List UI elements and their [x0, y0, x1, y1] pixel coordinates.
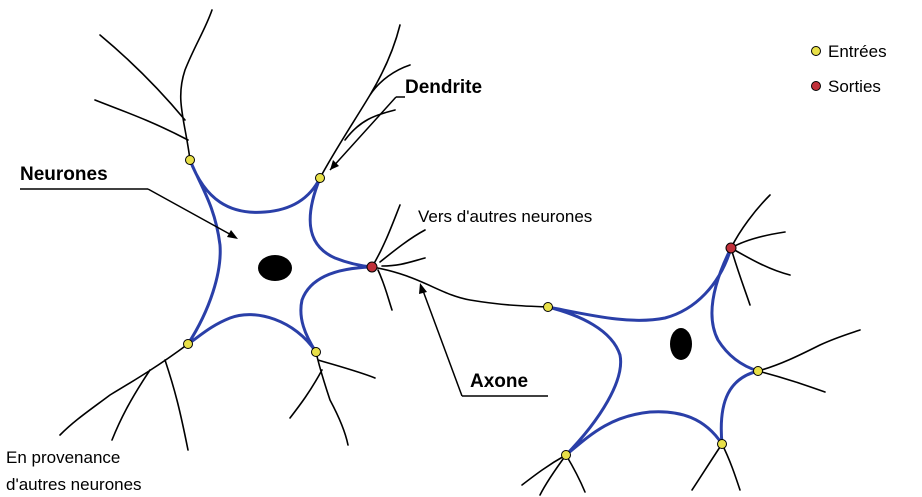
input-dot — [544, 303, 553, 312]
label-axone: Axone — [470, 371, 528, 392]
legend: Entrées Sorties — [812, 42, 887, 96]
input-dot — [316, 174, 325, 183]
input-dot — [312, 348, 321, 357]
pointer-neurones — [148, 189, 235, 237]
dendrite-n2-bottom-left — [522, 455, 585, 495]
input-dot — [184, 340, 193, 349]
label-other-neurons: Vers d'autres neurones — [418, 207, 592, 226]
pointer-axone — [422, 288, 462, 396]
legend-output-label: Sorties — [828, 77, 881, 96]
dendrite-bottom-right — [290, 352, 375, 445]
label-neurones: Neurones — [20, 164, 108, 185]
legend-input-swatch — [812, 47, 821, 56]
dendrite-n2-bottom-right — [692, 444, 740, 490]
dendrite-n2-top-right — [731, 195, 790, 305]
input-dot — [562, 451, 571, 460]
legend-input-label: Entrées — [828, 42, 887, 61]
label-from-line1: En provenance — [6, 448, 120, 467]
output-markers — [367, 243, 736, 272]
dendrite-bottom-left — [60, 344, 188, 450]
output-dot — [726, 243, 736, 253]
axon — [372, 267, 548, 307]
label-dendrite: Dendrite — [405, 77, 482, 98]
dendrite-n2-right — [758, 330, 860, 392]
neuron-1-dendrites — [60, 10, 425, 450]
neuron-1-nucleus — [258, 255, 292, 281]
neuron-2-body — [548, 248, 758, 455]
legend-output-swatch — [812, 82, 821, 91]
neuron-2-nucleus — [670, 328, 692, 360]
input-dot — [186, 156, 195, 165]
output-dot — [367, 262, 377, 272]
label-from-line2: d'autres neurones — [6, 475, 142, 494]
input-dot — [718, 440, 727, 449]
dendrite-top-left — [95, 10, 212, 160]
dendrite-top-right — [320, 25, 410, 178]
input-dot — [754, 367, 763, 376]
arrowhead-neurones — [227, 230, 238, 239]
